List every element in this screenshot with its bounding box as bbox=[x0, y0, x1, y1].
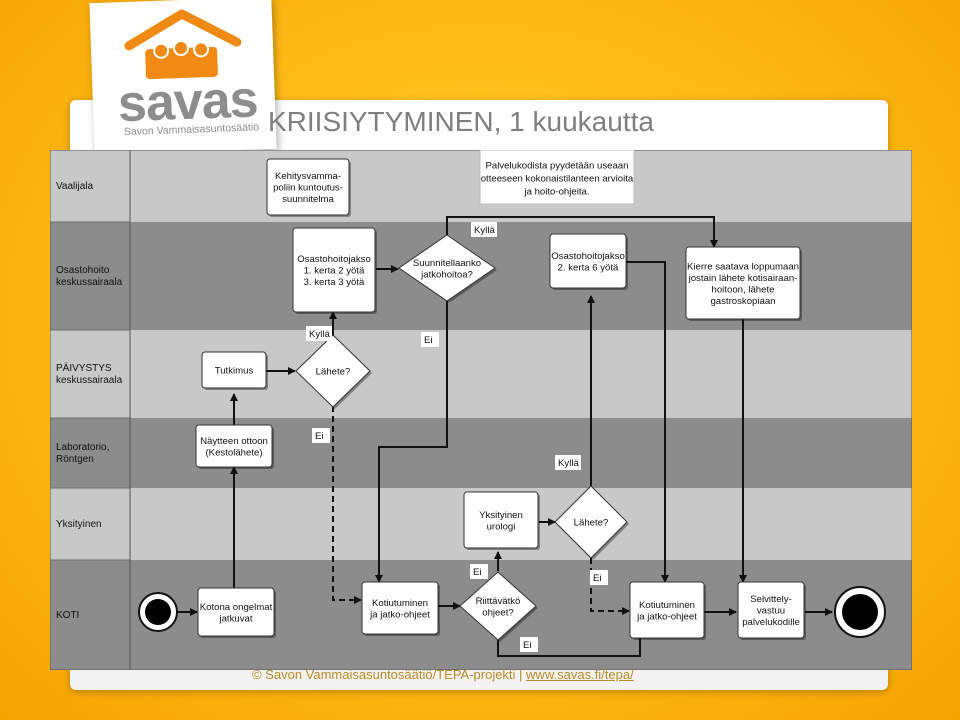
process-box-label: Tutkimus bbox=[215, 366, 254, 377]
swimlane-label: Laboratorio,Röntgen bbox=[56, 442, 109, 465]
edge-label-text: Kyllä bbox=[558, 458, 579, 469]
process-box: Tutkimus bbox=[201, 351, 268, 390]
connector-arrow bbox=[375, 301, 448, 583]
connector-arrow bbox=[590, 558, 630, 615]
edge-label-text: Ei bbox=[424, 335, 433, 346]
swimlane: Laboratorio,Röntgen bbox=[50, 417, 912, 489]
edge-label: Ei bbox=[590, 570, 608, 585]
house-logo-icon bbox=[124, 9, 242, 80]
swimlane-label: Vaalijala bbox=[56, 181, 93, 192]
process-box-label: Näytteen ottoon(Kestolähete) bbox=[200, 436, 268, 459]
edge-label: Ei bbox=[520, 637, 538, 652]
decision-diamond: Lähete? bbox=[554, 485, 629, 560]
edge-label: Kyllä bbox=[306, 326, 332, 341]
connector-arrow bbox=[626, 261, 669, 583]
edge-label: Ei bbox=[421, 332, 439, 347]
process-box: Kehitysvamma-poliin kuntoutus-suunnitelm… bbox=[266, 158, 351, 217]
edge-label-text: Ei bbox=[473, 567, 482, 578]
process-box-label: Kehitysvamma-poliin kuntoutus-suunnitelm… bbox=[273, 171, 343, 205]
connector-arrow bbox=[446, 216, 718, 248]
logo-card: savas Savon Vammaisasuntosäätiö bbox=[89, 0, 277, 156]
slide-title: KRIISIYTYMINEN, 1 kuukautta bbox=[268, 106, 654, 137]
process-box: Näytteen ottoon(Kestolähete) bbox=[195, 424, 274, 469]
decision-label: Lähete? bbox=[574, 518, 609, 529]
edge-label: Kyllä bbox=[471, 222, 497, 237]
start-node bbox=[138, 592, 178, 632]
edge-label-text: Ei bbox=[523, 640, 532, 651]
decision-label: Lähete? bbox=[316, 367, 351, 378]
edge-label: Ei bbox=[312, 428, 330, 443]
footer-link[interactable]: www.savas.fi/tepa/ bbox=[526, 667, 634, 682]
decision-diamond: Lähete? bbox=[295, 334, 372, 409]
swimlane-label: KOTI bbox=[56, 610, 79, 621]
edge-label-text: Ei bbox=[315, 431, 324, 442]
connector-arrow bbox=[332, 406, 362, 604]
edge-label-text: Kyllä bbox=[309, 329, 330, 340]
footer: © Savon Vammaisasuntosäätiö/TEPA-projekt… bbox=[252, 667, 634, 682]
edge-label: Kyllä bbox=[555, 455, 581, 470]
footer-text: © Savon Vammaisasuntosäätiö/TEPA-projekt… bbox=[252, 667, 527, 682]
edge-label-text: Kyllä bbox=[474, 225, 495, 236]
edge-label: Ei bbox=[470, 564, 488, 579]
nodes: Kehitysvamma-poliin kuntoutus-suunnitelm… bbox=[138, 150, 886, 652]
end-node bbox=[834, 586, 886, 638]
swimlane-label: Yksityinen bbox=[56, 519, 102, 530]
edge-label-text: Ei bbox=[593, 573, 602, 584]
